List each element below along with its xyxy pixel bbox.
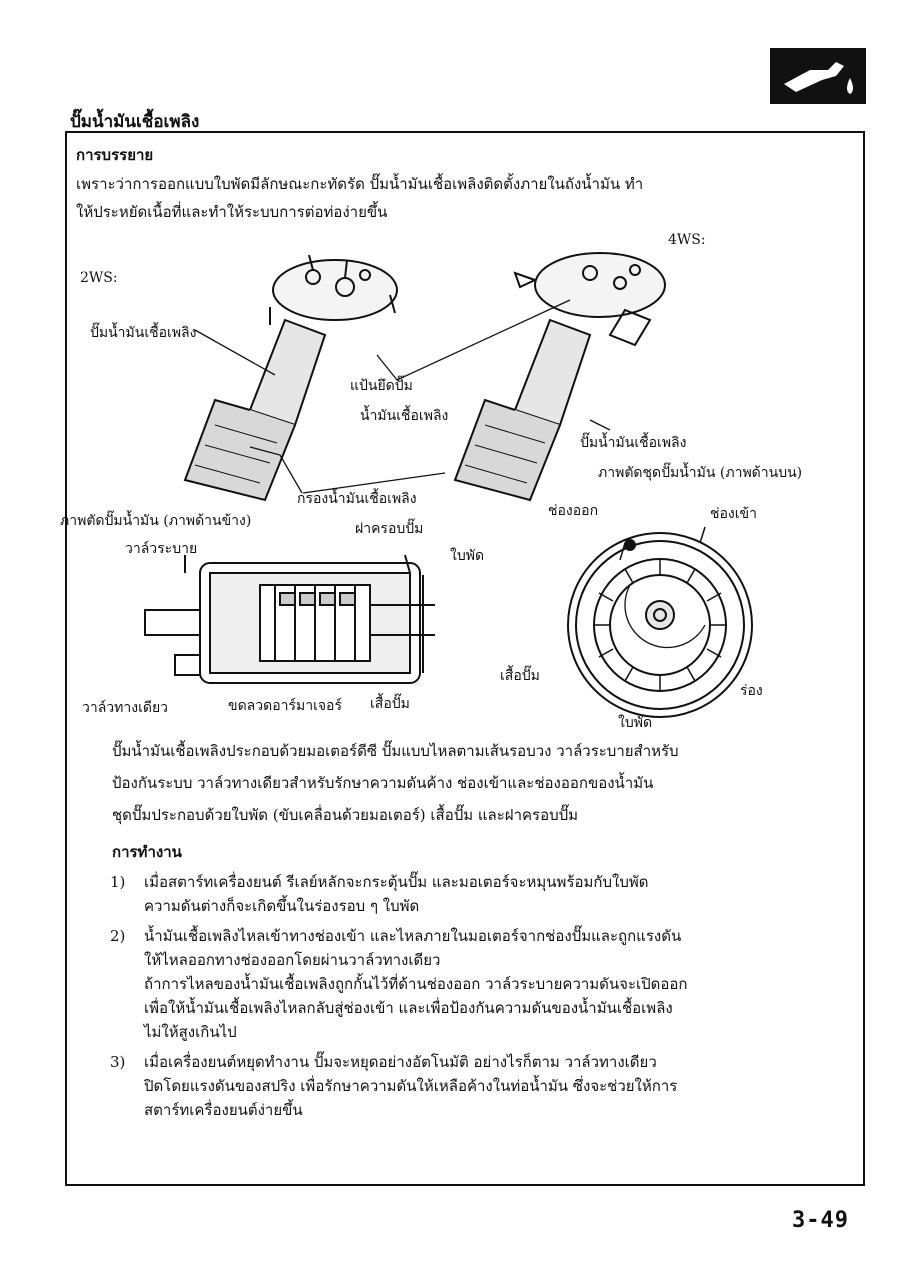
summary-line-3: ชุดปั๊มประกอบด้วยใบพัด (ขับเคลื่อนด้วยมอ… <box>112 806 579 824</box>
fuel-nozzle-icon <box>770 48 866 104</box>
section-title: ปั๊มน้ำมันเชื้อเพลิง <box>70 112 200 132</box>
page-number: 3-49 <box>792 1208 849 1233</box>
step-line: ไม่ให้สูงเกินไป <box>144 1023 237 1041</box>
step-line: ความดันต่างก็จะเกิดขึ้นในร่องรอบ ๆ ใบพัด <box>144 897 420 915</box>
step-line: ปิดโดยแรงดันของสปริง เพื่อรักษาความดันให… <box>144 1077 678 1095</box>
fuel-pump-diagram <box>144 252 753 718</box>
label-mount-plate-1: แป้นยึดปั๊ม <box>350 378 413 394</box>
step-number: 2) <box>110 927 126 945</box>
label-fuel-filter: กรองน้ำมันเชื้อเพลิง <box>297 491 417 507</box>
description-line-2: ให้ประหยัดเนื้อที่และทำให้ระบบการต่อท่อง… <box>76 203 388 221</box>
label-outlet: ช่องออก <box>548 503 599 519</box>
operation-step-3: 3) เมื่อเครื่องยนต์หยุดทำงาน ปั๊มจะหยุดอ… <box>110 1050 850 1122</box>
label-pump-cover: ฝาครอบปั๊ม <box>355 521 424 537</box>
label-4ws: 4WS: <box>668 232 706 248</box>
description-heading: การบรรยาย <box>76 146 154 164</box>
operation-step-1: 1) เมื่อสตาร์ทเครื่องยนต์ รีเลย์หลักจะกร… <box>110 870 850 918</box>
operation-heading: การทำงาน <box>112 843 182 861</box>
step-line: สตาร์ทเครื่องยนต์ง่ายขึ้น <box>144 1101 303 1119</box>
operation-step-2: 2) น้ำมันเชื้อเพลิงไหลเข้าทางช่องเข้า แล… <box>110 924 850 1044</box>
summary-line-1: ปั๊มน้ำมันเชื้อเพลิงประกอบด้วยมอเตอร์ดีซ… <box>112 742 679 760</box>
title-rule <box>65 131 865 133</box>
label-side-view: ภาพตัดปั๊มน้ำมัน (ภาพด้านข้าง) <box>60 513 252 529</box>
label-armature: ขดลวดอาร์มาเจอร์ <box>228 698 342 714</box>
label-2ws: 2WS: <box>80 270 118 286</box>
step-line: น้ำมันเชื้อเพลิงไหลเข้าทางช่องเข้า และไห… <box>144 927 682 945</box>
label-pump-casing-side: เสื้อปั๊ม <box>370 696 410 712</box>
step-number: 3) <box>110 1053 126 1071</box>
label-mount-plate-2: น้ำมันเชื้อเพลิง <box>360 408 449 424</box>
label-groove: ร่อง <box>740 683 763 699</box>
label-pump-casing-top: เสื้อปั๊ม <box>500 668 540 684</box>
label-impeller-side: ใบพัด <box>450 548 485 564</box>
step-line: ให้ไหลออกทางช่องออกโดยผ่านวาล์วทางเดียว <box>144 951 441 969</box>
description-line-1: เพราะว่าการออกแบบใบพัดมีลักษณะกะทัดรัด ป… <box>76 175 644 193</box>
pump-side-section <box>144 554 435 684</box>
step-line: เพื่อให้น้ำมันเชื้อเพลิงไหลกลับสู่ช่องเข… <box>144 999 673 1017</box>
step-line: เมื่อเครื่องยนต์หยุดทำงาน ปั๊มจะหยุดอย่า… <box>144 1053 657 1071</box>
summary-line-2: ป้องกันระบบ วาล์วทางเดียวสำหรับรักษาความ… <box>112 774 654 792</box>
label-fuel-pump-left: ปั๊มน้ำมันเชื้อเพลิง <box>90 325 197 341</box>
operation-steps: 1) เมื่อสตาร์ทเครื่องยนต์ รีเลย์หลักจะกร… <box>110 870 850 1128</box>
pump-assembly-2ws <box>183 254 398 502</box>
label-check-valve: วาล์วทางเดียว <box>82 700 169 716</box>
step-number: 1) <box>110 873 126 891</box>
label-top-view: ภาพตัดชุดปั๊มน้ำมัน (ภาพด้านบน) <box>598 465 803 481</box>
label-impeller-top: ใบพัด <box>618 715 653 731</box>
pump-top-section <box>567 526 753 718</box>
content-frame <box>65 131 865 1186</box>
pump-assembly-4ws <box>453 252 666 502</box>
label-relief-valve: วาล์วระบาย <box>125 541 198 557</box>
label-fuel-pump-right: ปั๊มน้ำมันเชื้อเพลิง <box>580 435 687 451</box>
step-line: ถ้าการไหลของน้ำมันเชื้อเพลิงถูกกั้นไว้ที… <box>144 975 688 993</box>
label-inlet: ช่องเข้า <box>710 506 757 522</box>
step-line: เมื่อสตาร์ทเครื่องยนต์ รีเลย์หลักจะกระตุ… <box>144 873 649 891</box>
